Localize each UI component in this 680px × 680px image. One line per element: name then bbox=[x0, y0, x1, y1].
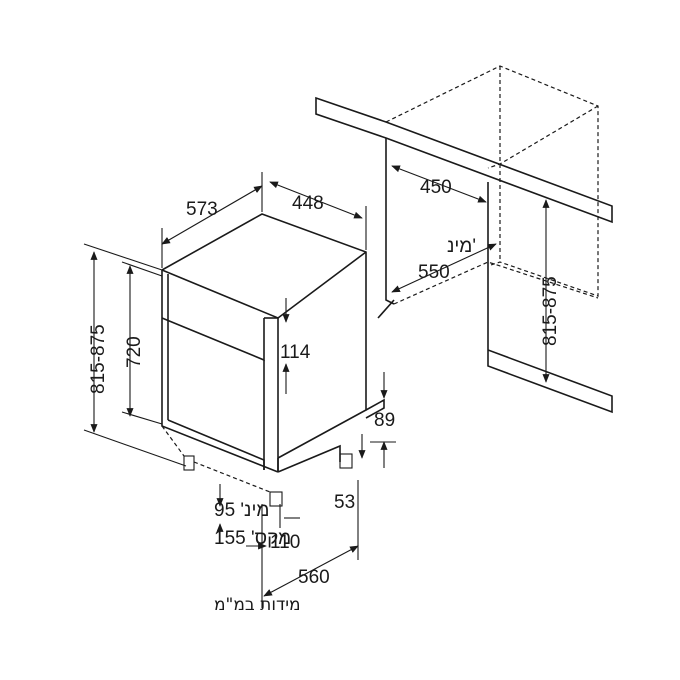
door-bottom bbox=[167, 419, 265, 470]
label-560: 560 bbox=[298, 567, 330, 588]
cabinet-hidden-back bbox=[487, 105, 599, 169]
label-450: 450 bbox=[420, 177, 452, 198]
body-top-front-edge bbox=[161, 251, 367, 319]
dim-573-line bbox=[161, 185, 263, 245]
units-note: מידות במ"מ bbox=[214, 595, 301, 615]
foot-right bbox=[339, 453, 353, 469]
base-line bbox=[277, 444, 341, 473]
label-573: 573 bbox=[186, 199, 218, 220]
cabinet-base-edge bbox=[377, 299, 395, 319]
dim-448-line bbox=[269, 181, 363, 219]
control-panel-bottom bbox=[161, 317, 265, 362]
ext-left-bottom bbox=[83, 429, 187, 467]
label-min-text: מינ' bbox=[447, 236, 476, 257]
rear-plinth bbox=[365, 398, 385, 419]
label-110: 110 bbox=[270, 532, 300, 553]
label-min-95: מינ' 95 bbox=[214, 500, 269, 521]
countertop-cabinet bbox=[315, 65, 613, 414]
ext-left-top bbox=[83, 243, 163, 271]
label-815-875-right: 815-875 bbox=[540, 276, 561, 346]
dishwasher-body bbox=[161, 213, 385, 507]
label-114: 114 bbox=[280, 342, 311, 363]
label-53: 53 bbox=[334, 492, 355, 513]
foot-front bbox=[269, 491, 283, 507]
label-815-875-left: 815-875 bbox=[88, 324, 109, 394]
cabinet-side-wall bbox=[385, 138, 395, 305]
dimension-lines bbox=[83, 165, 550, 608]
dim-450-line bbox=[391, 165, 487, 203]
countertop bbox=[315, 96, 613, 224]
ext-720-top bbox=[121, 261, 163, 277]
label-550: 550 bbox=[418, 262, 450, 283]
ext-720-bottom bbox=[121, 411, 163, 425]
label-448: 448 bbox=[292, 193, 324, 214]
base-hidden-lines bbox=[161, 425, 271, 493]
label-89: 89 bbox=[374, 410, 395, 431]
foot-left bbox=[183, 455, 195, 471]
cabinet-hidden-top bbox=[385, 65, 599, 297]
cabinet-floor-right bbox=[487, 182, 613, 414]
dim-560-line bbox=[263, 545, 359, 597]
dimension-labels: 573 448 450 מינ' 550 815-875 720 114 815… bbox=[88, 177, 561, 615]
label-max-155: מקס' 155 bbox=[214, 528, 291, 549]
dim-550-line bbox=[391, 243, 497, 293]
label-720: 720 bbox=[124, 336, 145, 368]
